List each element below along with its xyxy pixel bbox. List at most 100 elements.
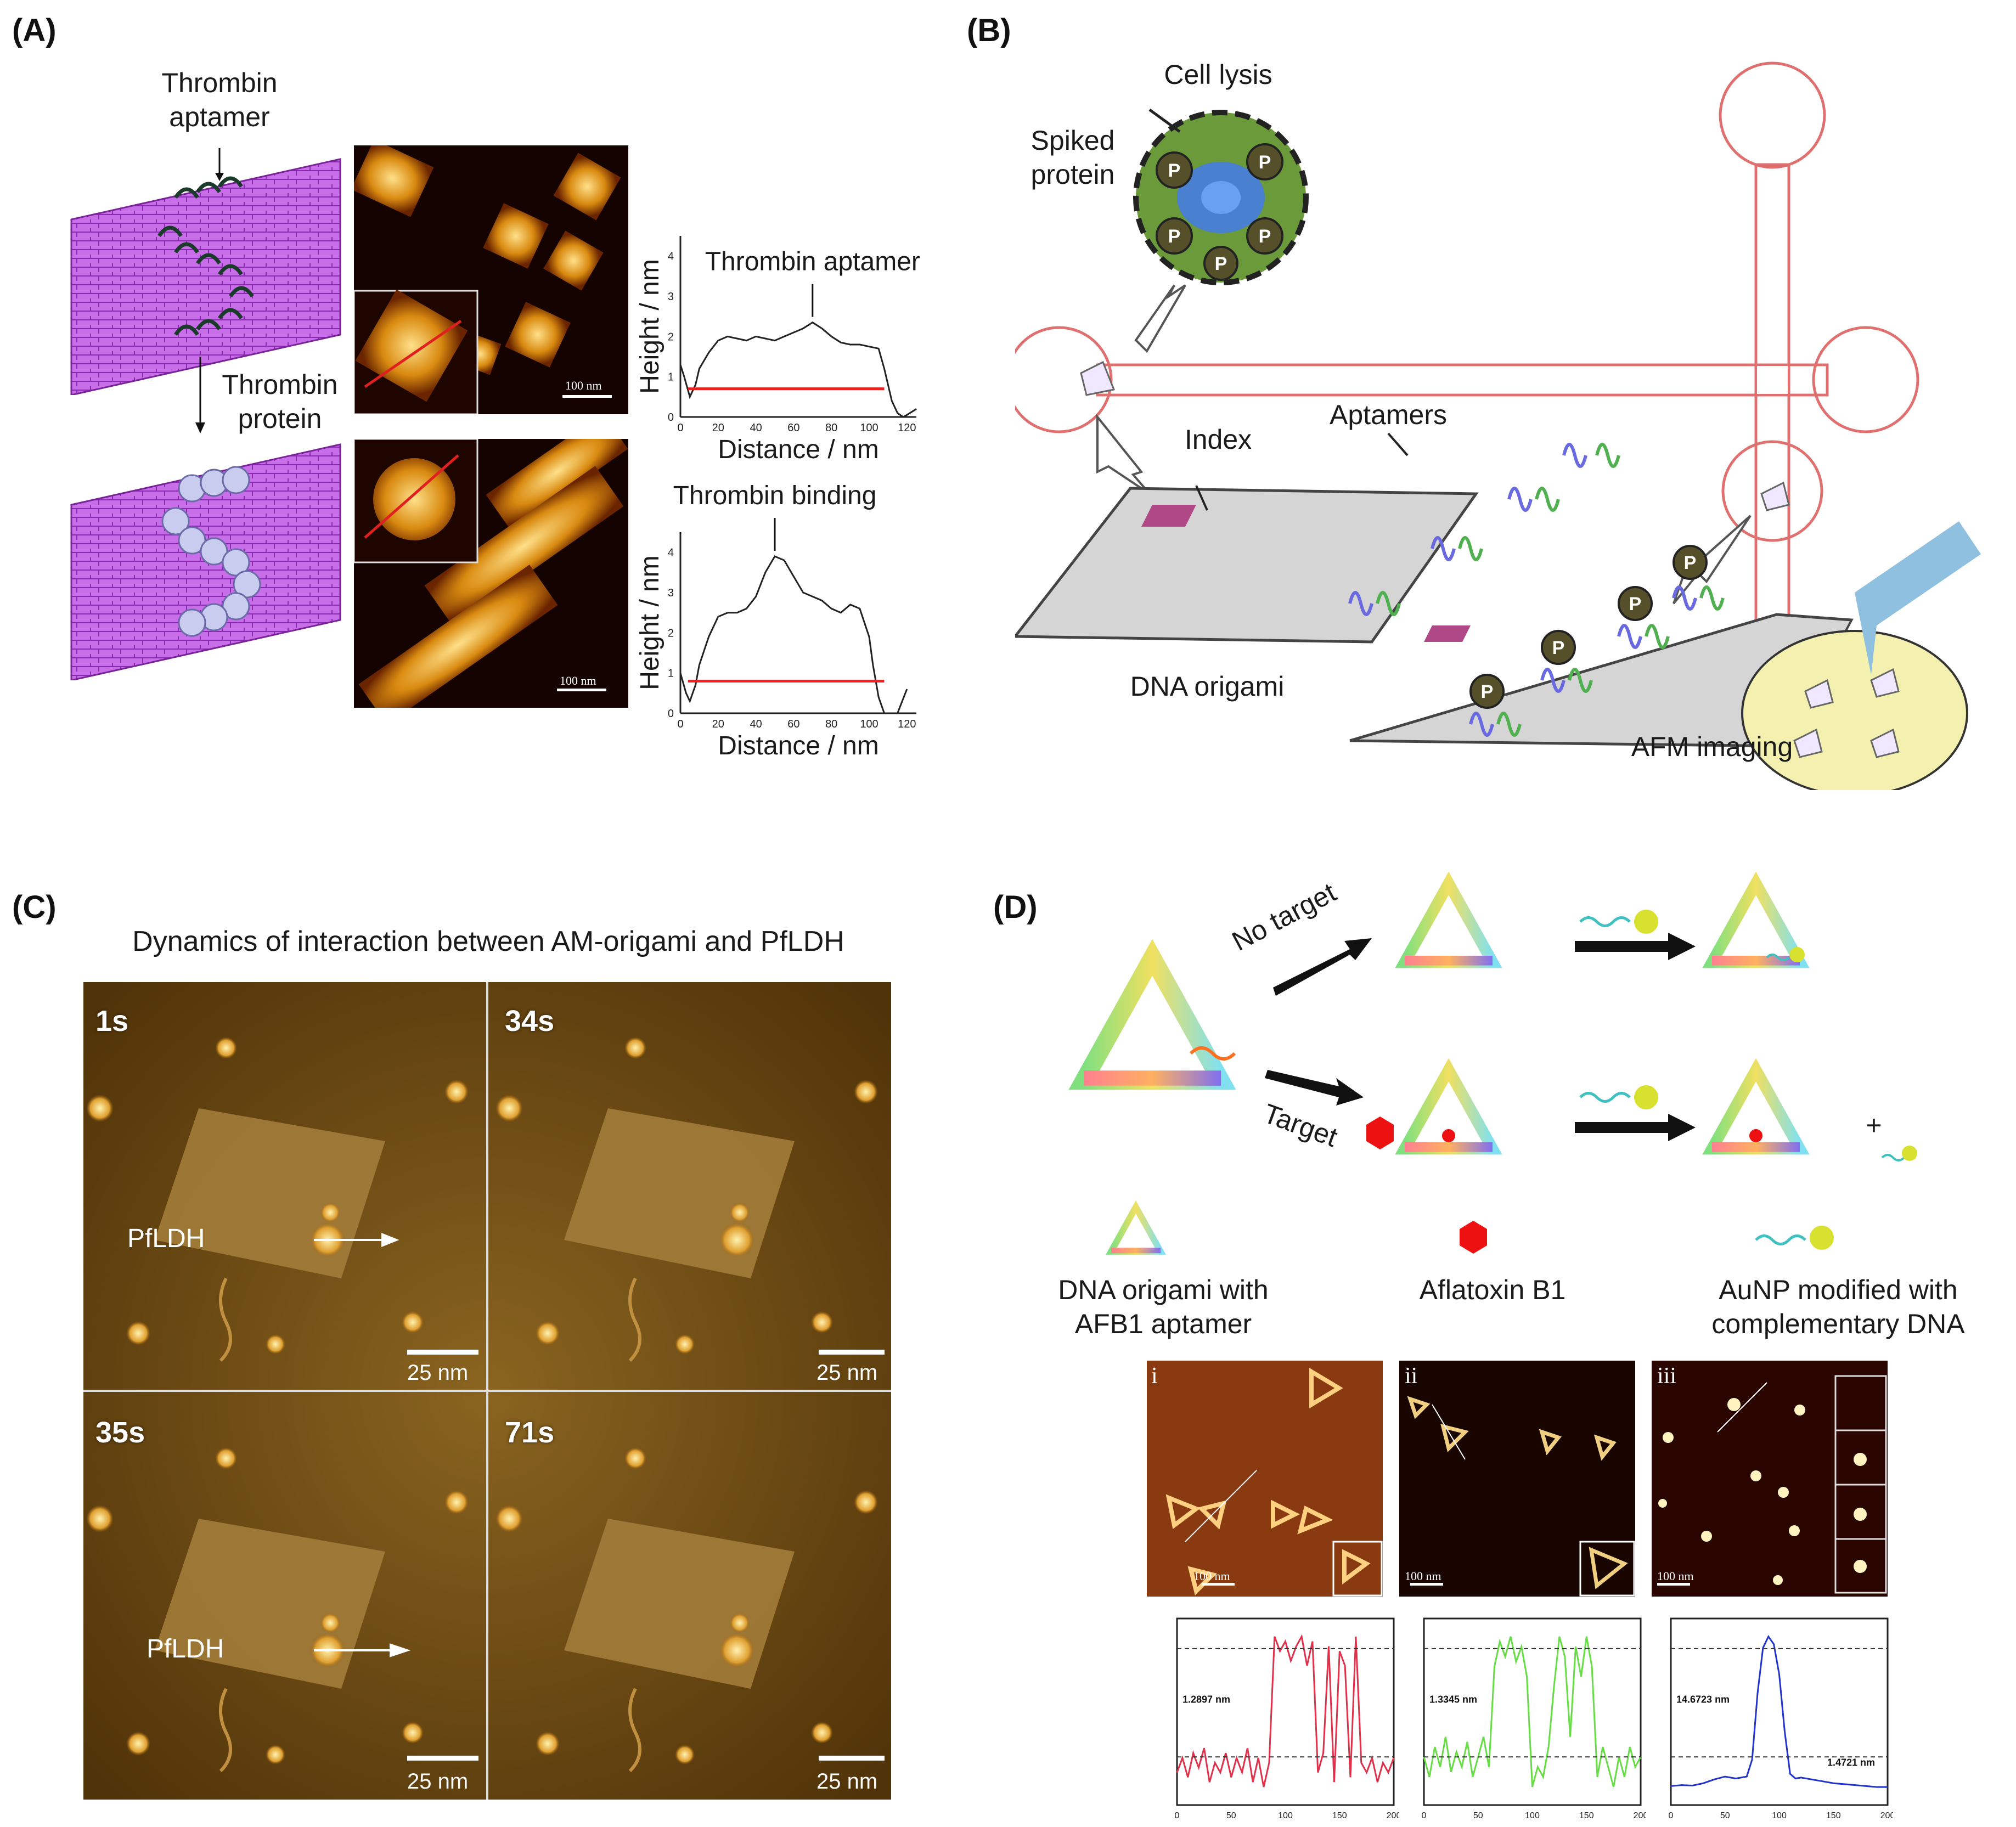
afm-iii-label: iii	[1657, 1363, 1677, 1389]
legend-aflatoxin-label: Aflatoxin B1	[1419, 1275, 1566, 1305]
chart-d2-x-tick: 100	[1525, 1811, 1540, 1820]
chart-d3-x-tick: 200	[1880, 1811, 1893, 1820]
chart-d3-x-tick: 150	[1826, 1811, 1841, 1820]
thrombin-protein-label: Thrombin protein	[222, 369, 338, 434]
protein-symbol: P	[1259, 226, 1271, 247]
chart-a2-x-tick: 60	[787, 718, 799, 730]
chart-a1-x-label: Distance / nm	[718, 435, 879, 464]
chart-d1-x-tick: 150	[1332, 1811, 1347, 1820]
afm-image-iii	[1652, 1361, 1888, 1597]
chart-d2-x-tick: 0	[1422, 1811, 1427, 1820]
chart-d1-x-tick: 100	[1278, 1811, 1293, 1820]
chart-d1-x-tick: 50	[1226, 1811, 1236, 1820]
afm-profile-chart-ii: 0 50 100 150 200 1.3345 nm	[1422, 1617, 1646, 1820]
afm-profile-chart-iii: 0 50 100 150 200 14.6723 nm 1.4721 nm	[1669, 1617, 1893, 1820]
protein-symbol: P	[1629, 594, 1642, 614]
afm-time-series: 1s 34s 35s 71s 25 nm 25 nm 25 nm 25 nm P…	[83, 982, 891, 1800]
afm-ii-label: ii	[1405, 1363, 1418, 1389]
index-label: Index	[1184, 424, 1252, 455]
chart-d2-x-tick: 50	[1473, 1811, 1483, 1820]
chart-d2-series-line	[1423, 1636, 1642, 1787]
chart-a1-series-line	[679, 321, 917, 418]
chart-a1-x-tick: 40	[750, 422, 762, 434]
chart-a1-x-tick: 80	[825, 422, 837, 434]
chart-a2-x-tick: 0	[677, 718, 683, 730]
protein-symbol: P	[1168, 226, 1181, 247]
chart-a1-y-tick: 4	[668, 251, 674, 263]
chart-d3-series-line	[1670, 1634, 1888, 1788]
protein-symbol: P	[1684, 552, 1697, 573]
panel-b-letter: (B)	[967, 13, 1011, 48]
chart-a1-x-tick: 20	[712, 422, 724, 434]
chart-a2-y-tick: 1	[668, 668, 674, 680]
chart-a2-y-tick: 4	[668, 547, 674, 559]
chart-a2-x-tick: 80	[825, 718, 837, 730]
chart-d1-height-label: 1.2897 nm	[1182, 1694, 1230, 1705]
afm-scale-label-2: 100 nm	[560, 674, 596, 687]
chart-d2-x-tick: 200	[1634, 1811, 1646, 1820]
chart-a2-x-label: Distance / nm	[718, 731, 879, 760]
chart-d1-x-tick: 0	[1175, 1811, 1180, 1820]
chart-a1-x-tick: 100	[860, 422, 878, 434]
afm-ii-scale: 100 nm	[1405, 1569, 1441, 1583]
chart-d3-x-tick: 50	[1720, 1811, 1730, 1820]
chart-a1-y-tick: 2	[668, 331, 674, 343]
aptamers-label: Aptamers	[1330, 399, 1447, 430]
frame-4-time: 71s	[505, 1416, 555, 1449]
frame-1-pfldh-label: PfLDH	[127, 1224, 205, 1253]
chart-d3-x-tick: 0	[1669, 1811, 1674, 1820]
frame-2-scale: 25 nm	[816, 1361, 878, 1385]
protein-symbol: P	[1259, 152, 1271, 173]
panel-c-title: Dynamics of interaction between AM-origa…	[132, 926, 844, 957]
aflatoxin-scheme	[1032, 867, 1917, 1361]
binding-arrow	[195, 357, 205, 433]
chart-a1-x-tick: 0	[677, 422, 683, 434]
legend-aunp-label: AuNP modified with complementary DNA	[1711, 1275, 1965, 1339]
chart-a1-y-tick: 3	[668, 291, 674, 303]
chart-d1-x-tick: 200	[1387, 1811, 1399, 1820]
chart-d1-frame	[1176, 1617, 1395, 1806]
chart-a1-x-tick: 120	[898, 422, 916, 434]
chart-a1-x-tick: 60	[787, 422, 799, 434]
chart-a1-y-label: Height / nm	[635, 259, 665, 393]
legend-origami-label: DNA origami with AFB1 aptamer	[1058, 1275, 1269, 1339]
thrombin-aptamer-label: Thrombin aptamer	[161, 67, 278, 132]
protein-symbol: P	[1481, 681, 1494, 702]
chart-a2-series-line	[679, 555, 908, 714]
frame-3-pfldh-label: PfLDH	[147, 1634, 224, 1664]
chart-a2-y-tick: 2	[668, 627, 674, 639]
panel-c-letter: (C)	[12, 889, 57, 925]
frame-2-time: 34s	[505, 1005, 555, 1037]
frame-4-scale: 25 nm	[816, 1769, 878, 1794]
chart-d3-height-label: 14.6723 nm	[1676, 1694, 1730, 1705]
origami-sheet-aptamer	[70, 158, 341, 395]
chart-d3-height-label: 1.4721 nm	[1827, 1757, 1875, 1768]
chart-a2-annotation: Thrombin binding	[673, 483, 877, 510]
chart-a2-y-tick: 0	[668, 708, 674, 720]
frame-3-scale: 25 nm	[407, 1769, 469, 1794]
afm-image-protein	[354, 439, 628, 708]
aptamer-arrow	[215, 148, 224, 181]
chart-d2-x-tick: 150	[1579, 1811, 1594, 1820]
afm-image-ii	[1399, 1361, 1635, 1597]
panel-a-letter: (A)	[12, 13, 57, 48]
afm-time-series-graphics	[83, 982, 891, 1800]
frame-3-time: 35s	[95, 1416, 145, 1449]
afm-i-label: i	[1151, 1363, 1158, 1389]
chart-a1-annotation: Thrombin aptamer	[705, 247, 920, 277]
chart-a2-x-tick: 120	[898, 718, 916, 730]
chart-a2-x-tick: 20	[712, 718, 724, 730]
chart-d2-height-label: 1.3345 nm	[1429, 1694, 1477, 1705]
chart-d3-frame	[1670, 1617, 1889, 1806]
frame-1-scale: 25 nm	[407, 1361, 469, 1385]
cell-lysis-label: Cell lysis	[1164, 59, 1272, 90]
origami-sheet-protein	[70, 443, 341, 680]
chart-d3-x-tick: 100	[1772, 1811, 1787, 1820]
afm-image-i	[1147, 1361, 1383, 1597]
dna-origami-label: DNA origami	[1130, 671, 1285, 702]
chart-a2-y-label: Height / nm	[635, 555, 665, 690]
afm-imaging-label: AFM imaging	[1631, 731, 1793, 762]
